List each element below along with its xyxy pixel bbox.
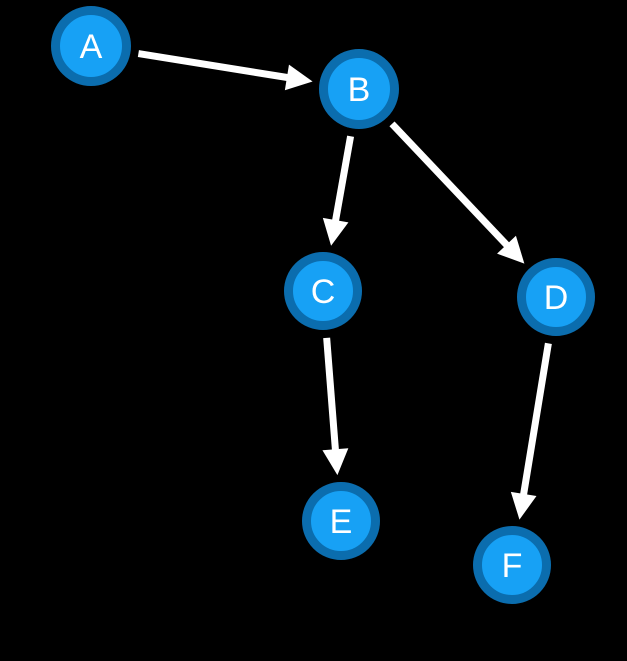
node-label: D (544, 279, 569, 317)
node-circle (517, 258, 595, 336)
edge-line (331, 135, 355, 223)
graph-node-a[interactable]: A (51, 6, 131, 86)
node-circle (51, 6, 131, 86)
node-label: F (502, 547, 523, 585)
graph-edge-b-to-c[interactable] (322, 135, 355, 246)
edge-line (389, 121, 511, 249)
edge-line (323, 337, 340, 452)
node-label: E (330, 503, 353, 541)
edges-layer (137, 50, 552, 520)
arrowhead-icon (322, 448, 349, 476)
nodes-layer: A B C D E F (51, 6, 595, 604)
graph-node-e[interactable]: E (302, 482, 380, 560)
node-label: C (311, 273, 336, 311)
node-circle (284, 252, 362, 330)
node-circle (302, 482, 380, 560)
graph-edge-d-to-f[interactable] (510, 342, 552, 520)
arrowhead-icon (322, 217, 349, 246)
node-label: B (348, 71, 371, 109)
edge-line (137, 50, 290, 82)
node-circle (473, 526, 551, 604)
arrowhead-icon (497, 235, 525, 264)
graph-edge-a-to-b[interactable] (137, 50, 313, 91)
node-label: A (80, 28, 103, 66)
graph-node-c[interactable]: C (284, 252, 362, 330)
node-circle (319, 49, 399, 129)
graph-node-d[interactable]: D (517, 258, 595, 336)
arrowhead-icon (510, 491, 537, 520)
graph-edge-c-to-e[interactable] (322, 337, 349, 476)
edge-line (519, 342, 552, 497)
arrowhead-icon (284, 64, 313, 91)
graph-node-f[interactable]: F (473, 526, 551, 604)
graph-node-b[interactable]: B (319, 49, 399, 129)
graph-edge-b-to-d[interactable] (389, 121, 525, 264)
